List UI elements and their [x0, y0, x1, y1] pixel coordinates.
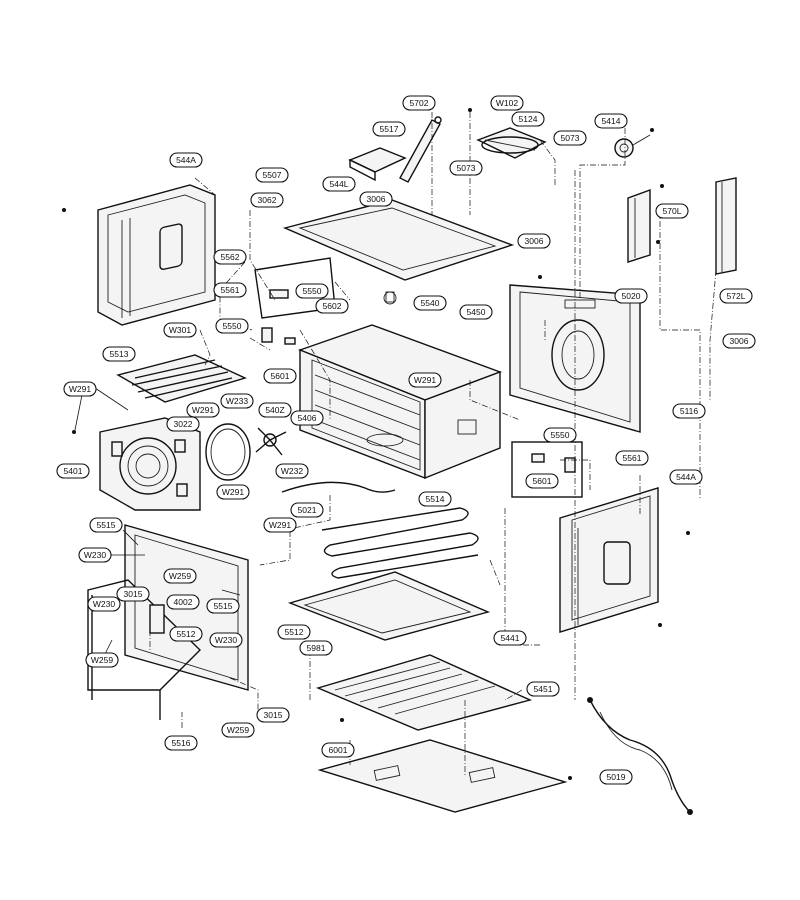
callout-5116: 5116: [680, 406, 699, 416]
callout-5512-right: 5512: [285, 627, 304, 637]
pan-5441: [287, 571, 491, 641]
rail-572L: [715, 177, 737, 275]
base-6001: [317, 739, 568, 813]
bracket-5561-group: [511, 441, 583, 498]
callout-544L: 544L: [330, 179, 349, 189]
callout-3022: 3022: [174, 419, 193, 429]
sensor-5414: [614, 134, 651, 158]
oven-cavity: [297, 324, 503, 480]
callout-544A-top: 544A: [176, 155, 196, 165]
callout-5517: 5517: [380, 124, 399, 134]
wire-5021: [281, 481, 396, 493]
callout-W230-lower: W230: [215, 635, 237, 645]
callout-544A-right: 544A: [676, 472, 696, 482]
callout-W301: W301: [169, 325, 191, 335]
callout-W102: W102: [496, 98, 518, 108]
callout-5021: 5021: [298, 505, 317, 515]
callout-W291-cavity: W291: [414, 375, 436, 385]
callout-W291-cover: W291: [222, 487, 244, 497]
callout-5514: 5514: [426, 494, 445, 504]
broil-element-5513: [116, 354, 247, 403]
callout-W259-upper: W259: [169, 571, 191, 581]
callout-5451: 5451: [534, 684, 553, 694]
callout-W233: W233: [226, 396, 248, 406]
callout-3015-upper: 3015: [124, 589, 143, 599]
callout-3006-top: 3006: [367, 194, 386, 204]
callout-5601-lower: 5601: [533, 476, 552, 486]
blower-5124: [476, 127, 547, 159]
callout-5602: 5602: [323, 301, 342, 311]
screws: [62, 108, 690, 780]
callout-5601-upper: 5601: [271, 371, 290, 381]
callout-5561-upper: 5561: [221, 285, 240, 295]
bake-element-5514: [321, 507, 479, 579]
callout-5401: 5401: [64, 466, 83, 476]
callout-W232: W232: [281, 466, 303, 476]
callout-540Z: 540Z: [265, 405, 284, 415]
callout-5512-left: 5512: [177, 629, 196, 639]
callout-5124: 5124: [519, 114, 538, 124]
door-assembly: [87, 524, 249, 720]
ring-element: [205, 423, 251, 481]
side-panel-right: [559, 487, 659, 633]
callout-5562: 5562: [221, 252, 240, 262]
callout-3006-mid: 3006: [525, 236, 544, 246]
callout-5019: 5019: [607, 772, 626, 782]
callout-W230-upper: W230: [84, 550, 106, 560]
callout-3006-right: 3006: [730, 336, 749, 346]
callout-570L: 570L: [663, 206, 682, 216]
callout-5020: 5020: [622, 291, 641, 301]
callout-5073-right: 5073: [561, 133, 580, 143]
callout-5406: 5406: [298, 413, 317, 423]
bracket-570L: [627, 189, 651, 263]
callout-5513: 5513: [110, 349, 129, 359]
callout-5441: 5441: [501, 633, 520, 643]
callout-W291-ring: W291: [192, 405, 214, 415]
top-cover-plate: [282, 199, 515, 305]
callout-4002: 4002: [174, 597, 193, 607]
callout-3015-lower: 3015: [264, 710, 283, 720]
callout-5516: 5516: [172, 738, 191, 748]
callout-W291-bottom: W291: [269, 520, 291, 530]
callout-5515-upper: 5515: [97, 520, 116, 530]
callout-5702: 5702: [410, 98, 429, 108]
rod-5702: [399, 116, 442, 183]
bottom-plate-5451: [315, 654, 533, 731]
callout-W230-mid: W230: [93, 599, 115, 609]
callout-5515-lower: 5515: [214, 601, 233, 611]
component-5517: [348, 147, 407, 182]
callout-5561-lower: 5561: [623, 453, 642, 463]
convection-cover-5401: [99, 417, 201, 511]
callout-5550-lower: 5550: [551, 430, 570, 440]
callout-5450: 5450: [467, 307, 486, 317]
fan-blade-540Z: [255, 427, 287, 456]
bracket-5562-group: [254, 257, 336, 345]
callout-5540: 5540: [421, 298, 440, 308]
callout-W259-lower: W259: [227, 725, 249, 735]
callout-5981: 5981: [307, 643, 326, 653]
callout-5414: 5414: [602, 116, 621, 126]
callout-3062: 3062: [258, 195, 277, 205]
callout-5550-upper: 5550: [303, 286, 322, 296]
callout-W291-left: W291: [69, 384, 91, 394]
callouts: 5702 W102 5124 5517 5073 5073 5414 544A …: [56, 95, 756, 785]
side-panel-left-top: [97, 184, 216, 326]
callout-6001: 6001: [329, 745, 348, 755]
callout-572L: 572L: [727, 291, 746, 301]
callout-5550-mid: 5550: [223, 321, 242, 331]
callout-W259-mid: W259: [91, 655, 113, 665]
callout-5507: 5507: [263, 170, 282, 180]
callout-5073-left: 5073: [457, 163, 476, 173]
wiring-harness-5019: [587, 697, 693, 815]
